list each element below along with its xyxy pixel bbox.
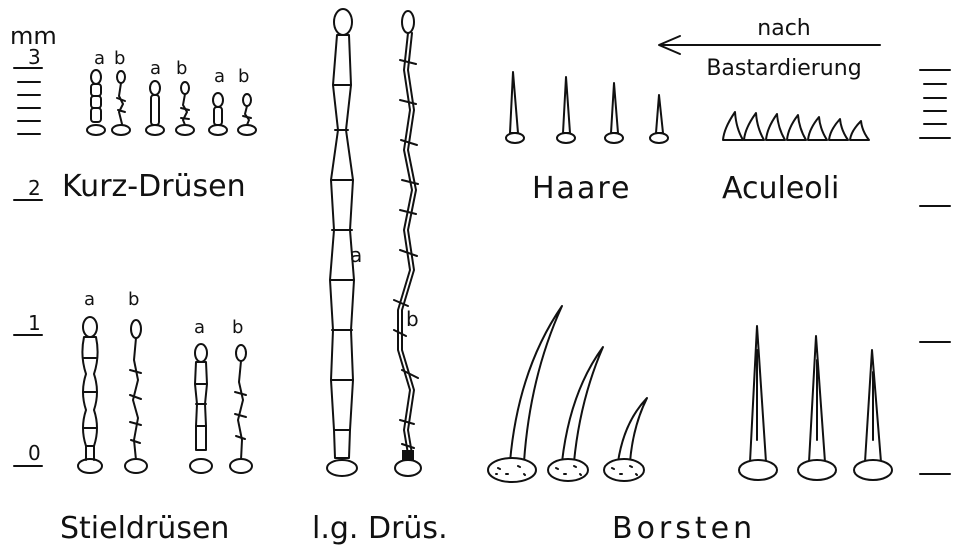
aculeolus bbox=[744, 113, 764, 140]
kurz-druesen-label: Kurz-Drüsen bbox=[62, 169, 246, 204]
straight-bristle bbox=[739, 326, 777, 480]
variant-b-label: b bbox=[128, 289, 139, 310]
scale-tick-1-label: 1 bbox=[28, 311, 41, 335]
curved-bristle bbox=[548, 347, 603, 481]
long-gland-b bbox=[394, 11, 421, 476]
left-scale: mm 3 2 1 0 bbox=[10, 22, 57, 466]
haare-label: Haare bbox=[532, 171, 631, 206]
haare-group: Haare bbox=[506, 72, 668, 206]
stieldruesen-label: Stieldrüsen bbox=[60, 511, 229, 546]
variant-a-label: a bbox=[150, 58, 161, 79]
stieldruesen-group: a b a b Stieldrüsen bbox=[60, 289, 252, 546]
right-scale bbox=[920, 70, 950, 474]
variant-b-label: b bbox=[176, 58, 187, 79]
variant-b-label: b bbox=[238, 66, 249, 87]
aculeolus bbox=[787, 115, 806, 140]
stalked-gland-b bbox=[125, 320, 147, 473]
stalked-gland-b bbox=[230, 345, 252, 473]
aculeolus bbox=[808, 117, 827, 140]
short-gland-b bbox=[238, 94, 256, 135]
aculeoli-label: Aculeoli bbox=[722, 171, 839, 206]
hair bbox=[557, 77, 575, 143]
variant-a-label: a bbox=[94, 48, 105, 69]
lange-druesen-group: a b l.g. Drüs. bbox=[312, 9, 448, 546]
hybridization-arrow: nach Bastardierung bbox=[659, 16, 880, 81]
arrow-label-line1: nach bbox=[757, 16, 810, 41]
short-gland-a bbox=[146, 81, 164, 135]
hair bbox=[650, 95, 668, 143]
curved-bristle bbox=[488, 306, 562, 482]
arrow-label-line2: Bastardierung bbox=[706, 56, 861, 81]
variant-b-label: b bbox=[114, 48, 125, 69]
kurz-druesen-group: a b a b a b bbox=[62, 48, 256, 204]
short-gland-b bbox=[112, 71, 130, 135]
variant-a-label: a bbox=[194, 317, 205, 338]
aculeolus bbox=[766, 114, 785, 140]
scale-tick-2-label: 2 bbox=[28, 176, 41, 200]
variant-a-label: a bbox=[214, 66, 225, 87]
variant-a-label: a bbox=[84, 289, 95, 310]
short-gland-b bbox=[176, 82, 194, 135]
borsten-label: Borsten bbox=[612, 511, 756, 546]
short-gland-a bbox=[209, 93, 227, 135]
hair bbox=[605, 83, 623, 143]
variant-b-label: b bbox=[406, 307, 419, 331]
aculeolus bbox=[723, 112, 743, 140]
variant-a-label: a bbox=[350, 243, 362, 267]
straight-bristle bbox=[854, 350, 892, 480]
curved-bristle bbox=[604, 398, 647, 481]
scale-tick-0-label: 0 bbox=[28, 441, 41, 465]
hair bbox=[506, 72, 524, 143]
aculeolus bbox=[850, 121, 869, 140]
aculeolus bbox=[829, 119, 848, 140]
straight-bristle bbox=[798, 336, 836, 480]
variant-b-label: b bbox=[232, 317, 243, 338]
stalked-gland-a bbox=[190, 344, 212, 473]
aculeoli-group: Aculeoli bbox=[722, 112, 869, 206]
borsten-group: Borsten bbox=[488, 306, 892, 546]
scale-tick-3-label: 3 bbox=[28, 45, 41, 69]
lg-drues-label: l.g. Drüs. bbox=[312, 511, 448, 546]
stalked-gland-a bbox=[78, 317, 102, 473]
short-gland-a bbox=[87, 70, 105, 135]
